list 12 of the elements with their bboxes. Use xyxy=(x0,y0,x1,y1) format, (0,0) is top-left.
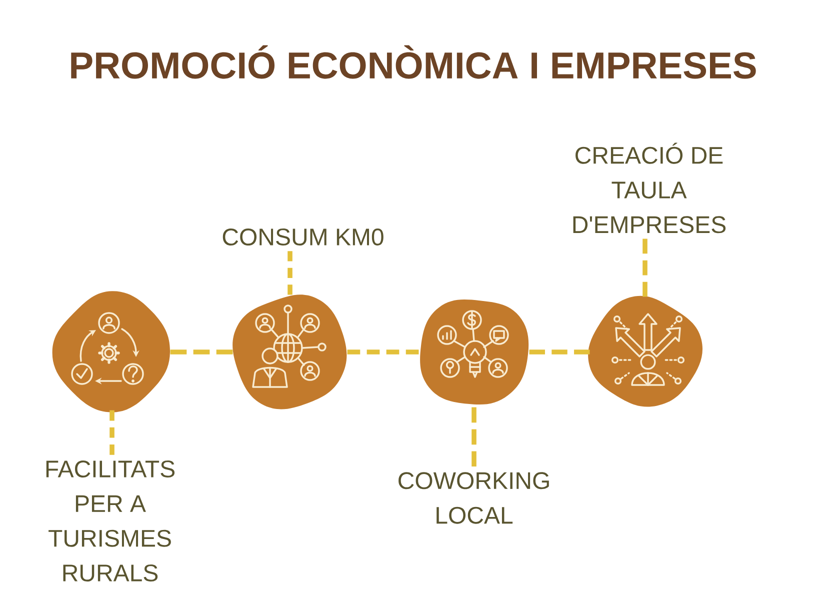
step-label: CREACIÓ DE TAULA D'EMPRESES xyxy=(573,142,726,234)
connector-line xyxy=(347,350,419,354)
connector-line xyxy=(170,350,233,354)
step-label: CONSUM KM0 xyxy=(222,228,384,246)
connector-line xyxy=(110,410,114,455)
connector-line xyxy=(529,350,590,354)
connector-line xyxy=(642,238,648,297)
title: PROMOCIÓ ECONÒMICA I EMPRESES xyxy=(71,45,756,79)
connector-line xyxy=(288,251,292,295)
connector-line xyxy=(472,407,476,467)
step-label: FACILITATS PER A TURISMES RURALS xyxy=(46,460,174,582)
step-label: COWORKING LOCAL xyxy=(398,472,549,524)
